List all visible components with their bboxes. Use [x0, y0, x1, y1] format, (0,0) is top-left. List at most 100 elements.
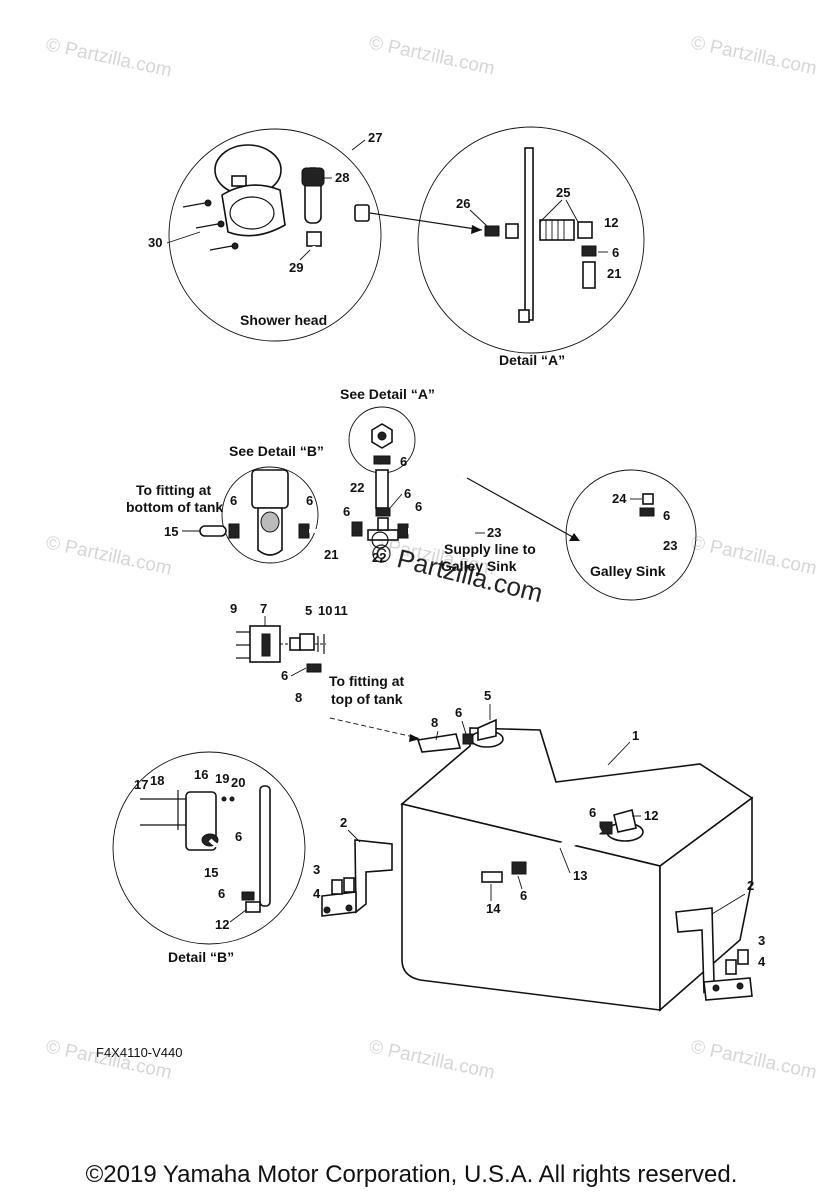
part-label-2-a: 2 — [340, 815, 347, 830]
caption-detail-a: Detail “A” — [499, 352, 565, 368]
arrow-head — [409, 734, 420, 742]
detail-b-circle — [112, 751, 306, 945]
galley-sink-group: 24 6 23 Galley Sink — [565, 469, 697, 601]
hose-8-inner — [310, 678, 323, 730]
part-label-6-n: 6 — [520, 888, 527, 903]
hose-8-tank — [416, 733, 462, 753]
clamp-6 — [375, 507, 391, 517]
top-fitting-group: 9 7 5 10 11 6 8 To fitting at top of tan… — [230, 601, 420, 742]
part-label-22-b: 22 — [372, 550, 386, 565]
part-label-12-b: 12 — [215, 917, 229, 932]
caption-supply-line-1: Supply line to — [444, 541, 536, 557]
part-label-21-a: 21 — [607, 266, 621, 281]
caption-galley-sink: Galley Sink — [590, 563, 666, 579]
clamp-6 — [228, 523, 240, 539]
fitting-26 — [484, 225, 500, 237]
clamp-6 — [306, 663, 322, 673]
part-label-12-a: 12 — [604, 215, 618, 230]
leader-line — [229, 909, 247, 923]
hose-21 — [582, 261, 596, 289]
washer-4 — [712, 984, 720, 992]
leader-line — [607, 741, 631, 766]
caption-detail-b: Detail “B” — [168, 949, 234, 965]
galley-sink-circle — [565, 469, 697, 601]
shower-head-circle — [168, 128, 382, 342]
elbow-12 — [245, 901, 261, 913]
part-label-15-b: 15 — [204, 865, 218, 880]
caption-to-fitting-top-2: top of tank — [331, 691, 403, 707]
part-label-6-d: 6 — [306, 493, 313, 508]
part-label-6-b: 6 — [400, 454, 407, 469]
part-label-18: 18 — [150, 773, 164, 788]
clamp-6 — [298, 523, 310, 539]
screw — [209, 245, 233, 251]
part-label-26: 26 — [456, 196, 470, 211]
watermark: © Partzilla.com — [689, 532, 819, 579]
part-label-22-a: 22 — [350, 480, 364, 495]
screw-head — [204, 199, 212, 207]
hex-fitting-center — [377, 431, 387, 441]
caption-to-fitting-top-1: To fitting at — [329, 673, 404, 689]
clamp-6 — [397, 523, 409, 539]
detail-a-panel-foot — [518, 309, 530, 323]
nut-19 — [221, 796, 227, 802]
bolt-3 — [343, 877, 355, 893]
bolt-3 — [331, 879, 343, 895]
part-label-8-a: 8 — [295, 690, 302, 705]
part-label-5-b: 5 — [484, 688, 491, 703]
part-label-3-a: 3 — [313, 862, 320, 877]
fitting-5 — [289, 637, 301, 651]
bracket-left-group: 2 3 4 — [313, 815, 393, 917]
leader-line — [565, 199, 579, 223]
arrow-line — [369, 212, 483, 231]
shower-head-group: 27 28 30 29 Shower head — [148, 128, 382, 342]
part-label-23-a: 23 — [487, 525, 501, 540]
caption-see-detail-b: See Detail “B” — [229, 443, 324, 459]
part-label-6-g: 6 — [415, 499, 422, 514]
tank-front — [401, 802, 661, 1011]
leader-line — [290, 667, 307, 677]
leader-line — [559, 847, 571, 874]
leader-line — [469, 209, 488, 227]
water-tank-group: 5 6 8 1 6 12 13 6 14 — [400, 688, 754, 1012]
caption-shower-head: Shower head — [240, 312, 327, 328]
clamp-6 — [581, 245, 597, 257]
arrow-line — [329, 717, 419, 739]
washer-4 — [323, 906, 331, 914]
part-label-14: 14 — [486, 901, 501, 916]
screw — [182, 202, 206, 208]
shower-nozzle-top — [301, 167, 325, 187]
part-label-15-a: 15 — [164, 524, 178, 539]
elbow-5 — [299, 633, 315, 651]
part-label-4-a: 4 — [313, 886, 321, 901]
detail-a-panel — [524, 147, 534, 321]
part-label-1: 1 — [632, 728, 639, 743]
clamp-6 — [462, 733, 474, 745]
see-detail-a-group: See Detail “A” 6 22 — [340, 386, 435, 509]
hose-21-inner — [309, 529, 352, 543]
caption-supply-line-2: Galley Sink — [441, 558, 517, 574]
part-label-29: 29 — [289, 260, 303, 275]
washer-20 — [229, 796, 235, 802]
shower-housing-opening — [229, 196, 275, 230]
detail-b-group: 17 18 16 19 20 6 15 6 12 Detail “B” — [112, 751, 306, 965]
hose-15 — [199, 525, 227, 537]
part-label-6-m: 6 — [589, 805, 596, 820]
part-label-11: 11 — [334, 603, 348, 618]
hose-13-inner — [525, 823, 603, 869]
leader-line — [517, 875, 523, 890]
tank-edge — [539, 729, 557, 783]
part-label-28: 28 — [335, 170, 349, 185]
part-label-12-c: 12 — [644, 808, 658, 823]
diagram-code: F4X4110-V440 — [96, 1045, 183, 1060]
watermark: © Partzilla.com — [367, 32, 497, 79]
part-label-24: 24 — [612, 491, 627, 506]
part-label-10: 10 — [318, 603, 332, 618]
watermark: © Partzilla.com — [44, 532, 174, 579]
part-label-27: 27 — [368, 130, 382, 145]
part-label-19: 19 — [215, 771, 229, 786]
watermark: © Partzilla.com — [44, 34, 174, 81]
leader-line — [299, 249, 311, 261]
part-label-9: 9 — [230, 601, 237, 616]
see-detail-b-circle — [221, 466, 319, 564]
